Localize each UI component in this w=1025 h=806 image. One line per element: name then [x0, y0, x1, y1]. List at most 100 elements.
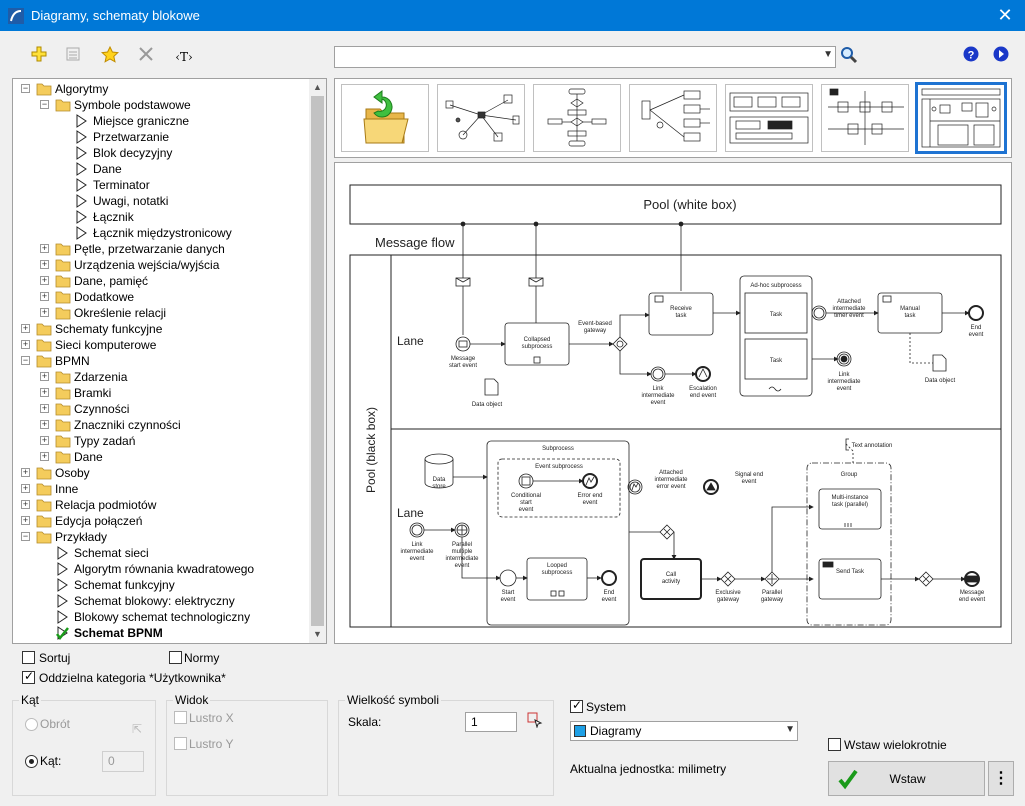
- insert-button[interactable]: Wstaw: [828, 761, 985, 796]
- tree-item[interactable]: Schemat sieci: [13, 545, 309, 561]
- expand-icon[interactable]: +: [40, 371, 49, 381]
- system-checkbox[interactable]: ✓: [570, 698, 583, 713]
- collapse-icon[interactable]: −: [21, 355, 30, 365]
- kat-input[interactable]: 0: [102, 751, 144, 772]
- tree-folder[interactable]: −Przykłady: [13, 529, 309, 545]
- tree-folder[interactable]: +Typy zadań: [13, 433, 309, 449]
- thumb-algorithm[interactable]: [533, 84, 621, 152]
- tree-folder[interactable]: +Pętle, przetwarzanie danych: [13, 241, 309, 257]
- tree-item[interactable]: Łącznik międzystronicowy: [13, 225, 309, 241]
- kat-radio[interactable]: [25, 755, 38, 768]
- normy-checkbox[interactable]: [169, 651, 182, 664]
- delete-icon[interactable]: [135, 46, 157, 68]
- expand-icon[interactable]: +: [40, 259, 49, 269]
- tree-folder[interactable]: +Dodatkowe: [13, 289, 309, 305]
- expand-icon[interactable]: +: [21, 515, 30, 525]
- tree-item[interactable]: Uwagi, notatki: [13, 193, 309, 209]
- thumb-network[interactable]: [437, 84, 525, 152]
- collapse-icon[interactable]: −: [21, 83, 30, 93]
- next-icon[interactable]: [990, 46, 1012, 68]
- expand-icon[interactable]: +: [21, 323, 30, 333]
- tree-folder[interactable]: +Inne: [13, 481, 309, 497]
- expand-icon[interactable]: +: [21, 467, 30, 477]
- tree-folder[interactable]: +Osoby: [13, 465, 309, 481]
- expand-icon[interactable]: +: [40, 419, 49, 429]
- add-icon[interactable]: [28, 46, 50, 68]
- obrot-radio[interactable]: [25, 718, 38, 731]
- skala-input[interactable]: 1: [465, 712, 517, 732]
- chevron-down-icon[interactable]: ▼: [823, 49, 833, 60]
- multiline-checkbox[interactable]: [828, 738, 841, 751]
- tree-folder[interactable]: +Dane: [13, 449, 309, 465]
- tree-item[interactable]: Miejsce graniczne: [13, 113, 309, 129]
- text-tool-button[interactable]: ‹T›: [175, 50, 193, 64]
- expand-icon[interactable]: +: [40, 275, 49, 285]
- tree-folder[interactable]: + Relacja podmiotów: [13, 497, 309, 513]
- expand-icon[interactable]: +: [40, 387, 49, 397]
- system-dropdown[interactable]: Diagramy ▼: [570, 721, 798, 741]
- expand-icon[interactable]: +: [21, 483, 30, 493]
- tree-item[interactable]: Blokowy schemat technologiczny: [13, 609, 309, 625]
- tree-item[interactable]: Schemat BPNM: [13, 625, 309, 641]
- tree-folder[interactable]: +Schematy funkcyjne: [13, 321, 309, 337]
- help-icon[interactable]: ?: [960, 46, 982, 68]
- expand-icon[interactable]: +: [21, 339, 30, 349]
- window-title: Diagramy, schematy blokowe: [31, 8, 200, 23]
- thumb-function-diagram[interactable]: [629, 84, 717, 152]
- thumb-technology-block[interactable]: [821, 84, 909, 152]
- chevron-down-icon[interactable]: ▼: [785, 724, 795, 735]
- expand-icon[interactable]: +: [21, 499, 30, 509]
- lustro-y-checkbox[interactable]: [174, 737, 187, 750]
- lustro-x-checkbox[interactable]: [174, 711, 187, 724]
- collapse-icon[interactable]: −: [40, 99, 49, 109]
- tree-item[interactable]: Schemat funkcyjny: [13, 577, 309, 593]
- tree-item[interactable]: Dane: [13, 161, 309, 177]
- tree-folder[interactable]: −Algorytmy: [13, 81, 309, 97]
- expand-icon[interactable]: +: [40, 307, 49, 317]
- tree-folder[interactable]: −BPMN: [13, 353, 309, 369]
- close-button[interactable]: ✕: [997, 5, 1013, 25]
- tree-folder[interactable]: +Edycja połączeń: [13, 513, 309, 529]
- tree-folder[interactable]: +Czynności: [13, 401, 309, 417]
- symbol-icon: [76, 178, 87, 192]
- expand-icon[interactable]: +: [40, 243, 49, 253]
- tree-item[interactable]: Łącznik: [13, 209, 309, 225]
- tree-folder[interactable]: +Określenie relacji: [13, 305, 309, 321]
- properties-icon[interactable]: [62, 46, 84, 68]
- sortuj-checkbox[interactable]: [22, 651, 35, 664]
- tree-item[interactable]: Schemat blokowy: elektryczny: [13, 593, 309, 609]
- thumb-bpmn[interactable]: [915, 82, 1007, 154]
- tree-item[interactable]: Blok decyzyjny: [13, 145, 309, 161]
- scroll-up-icon[interactable]: ▲: [313, 82, 322, 92]
- resize-icon[interactable]: [527, 712, 543, 731]
- oddzielna-checkbox[interactable]: ✓: [22, 669, 35, 684]
- thumb-electric-block[interactable]: [725, 84, 813, 152]
- tree-item[interactable]: Terminator: [13, 177, 309, 193]
- tree-item[interactable]: Przetwarzanie: [13, 129, 309, 145]
- tree-folder[interactable]: +Bramki: [13, 385, 309, 401]
- search-combo[interactable]: ▼: [334, 46, 836, 68]
- tree-label: Relacja podmiotów: [55, 498, 157, 512]
- search-icon[interactable]: [838, 46, 860, 68]
- tree-folder[interactable]: +Dane, pamięć: [13, 273, 309, 289]
- favorite-star-icon[interactable]: [99, 45, 121, 68]
- tree-item[interactable]: Algorytm równania kwadratowego: [13, 561, 309, 577]
- thumb-open-folder[interactable]: [341, 84, 429, 152]
- tree-scrollbar[interactable]: ▲ ▼: [309, 79, 326, 643]
- expand-icon[interactable]: +: [40, 291, 49, 301]
- tree-folder[interactable]: +Urządzenia wejścia/wyjścia: [13, 257, 309, 273]
- expand-icon[interactable]: +: [40, 403, 49, 413]
- tree-folder[interactable]: −Symbole podstawowe: [13, 97, 309, 113]
- scroll-thumb[interactable]: [311, 96, 324, 626]
- tree-folder[interactable]: +Zdarzenia: [13, 369, 309, 385]
- tree-folder[interactable]: +Znaczniki czynności: [13, 417, 309, 433]
- collapse-icon[interactable]: −: [21, 531, 30, 541]
- expand-icon[interactable]: +: [40, 435, 49, 445]
- title-bar: Diagramy, schematy blokowe ✕: [0, 0, 1025, 31]
- more-options-button[interactable]: ⋮: [988, 761, 1014, 796]
- tree-folder[interactable]: +Sieci komputerowe: [13, 337, 309, 353]
- scroll-down-icon[interactable]: ▼: [313, 629, 322, 639]
- expand-icon[interactable]: +: [40, 451, 49, 461]
